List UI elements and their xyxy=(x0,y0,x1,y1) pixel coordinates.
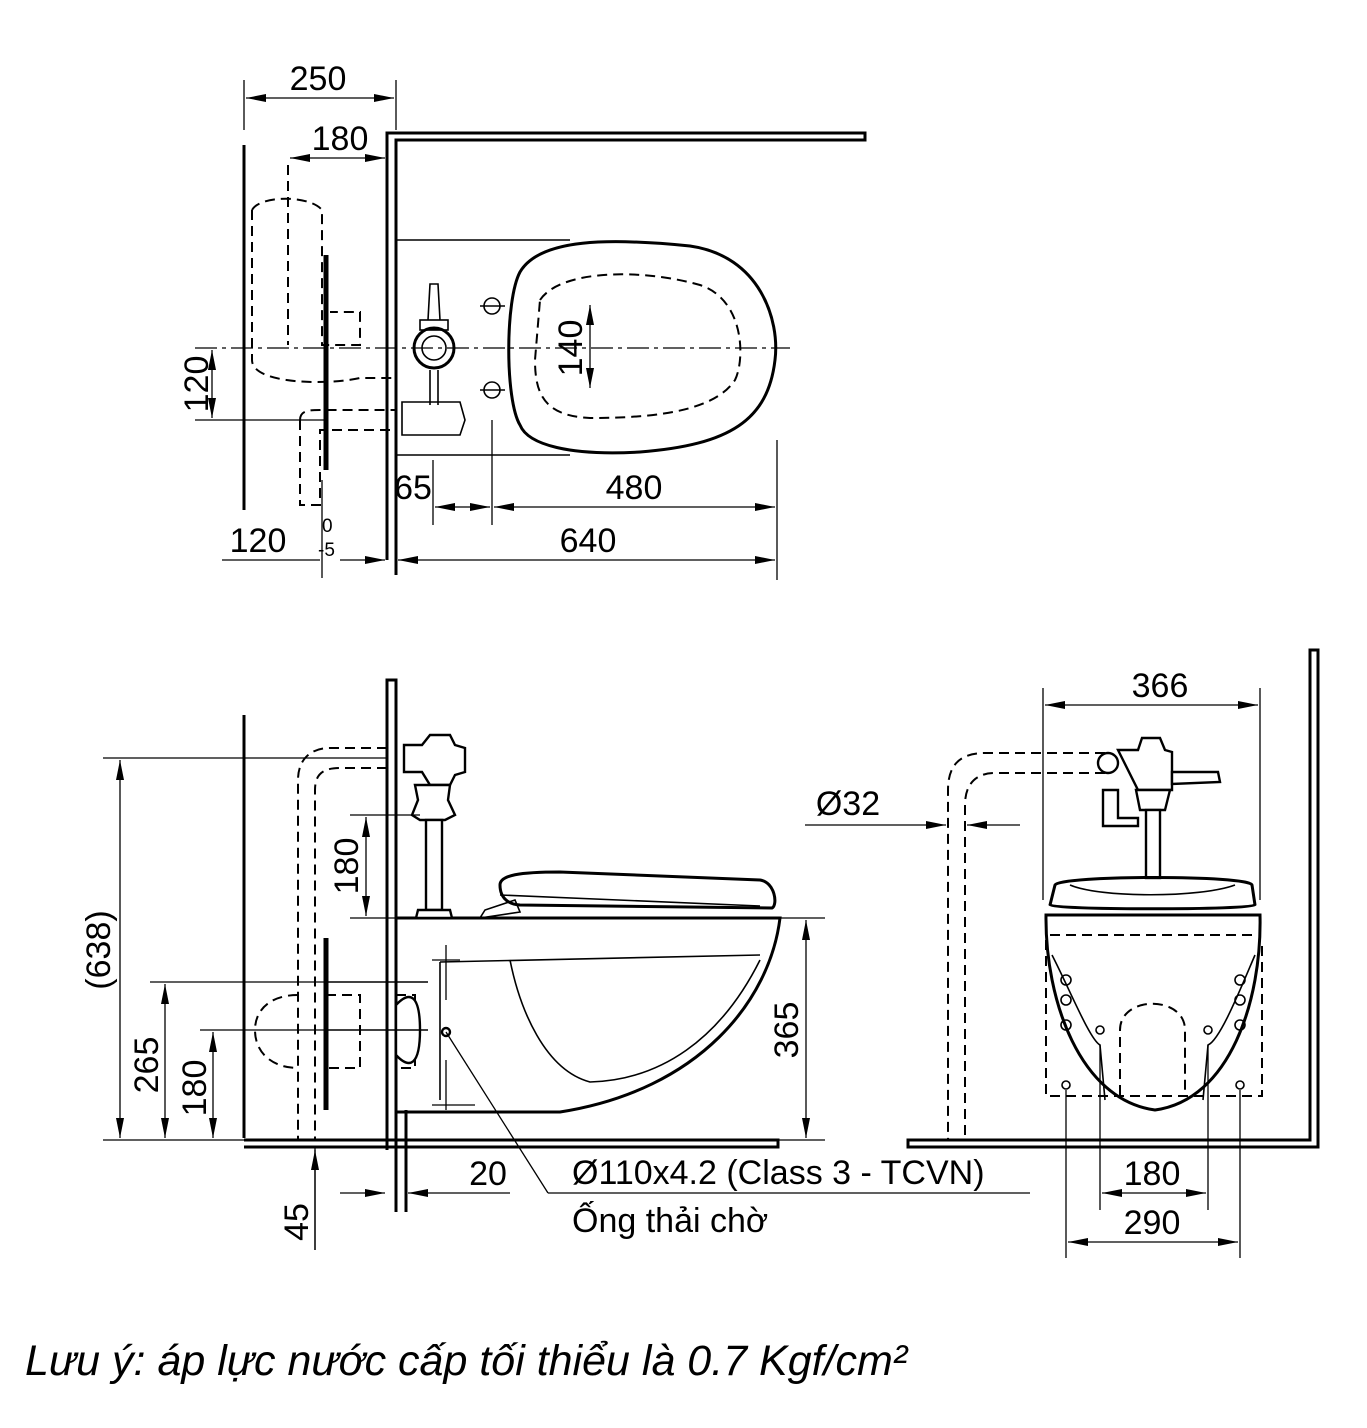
offset-minus-five: -5 xyxy=(318,540,335,561)
dim-140: 140 xyxy=(552,320,590,377)
dim-120-vertical: 120 xyxy=(178,356,216,413)
dim-290: 290 xyxy=(1124,1204,1181,1242)
front-view: 366 Ø32 180 290 xyxy=(805,648,1320,1258)
offset-zero: 0 xyxy=(322,516,333,537)
dim-180-front: 180 xyxy=(1124,1155,1181,1193)
dim-120-bottom: 120 xyxy=(230,522,287,560)
pipe-label: Ống thải chờ xyxy=(572,1201,768,1240)
dim-250: 250 xyxy=(290,60,347,98)
dim-180-low: 180 xyxy=(176,1060,214,1117)
dim-65: 65 xyxy=(394,469,432,507)
dim-638: (638) xyxy=(80,910,118,989)
top-view: 250 180 120 140 65 480 640 120 0 -5 xyxy=(178,60,867,580)
dim-480: 480 xyxy=(606,469,663,507)
dim-265: 265 xyxy=(128,1037,166,1094)
pressure-note: Lưu ý: áp lực nước cấp tối thiểu là 0.7 … xyxy=(25,1337,909,1385)
dim-45: 45 xyxy=(278,1203,316,1241)
dim-20: 20 xyxy=(469,1155,507,1193)
dim-180-valve: 180 xyxy=(328,838,366,895)
pipe-spec: Ø110x4.2 (Class 3 - TCVN) xyxy=(572,1154,985,1192)
dim-32: Ø32 xyxy=(816,785,880,823)
dim-640: 640 xyxy=(560,522,617,560)
dim-180: 180 xyxy=(312,120,369,158)
dim-365: 365 xyxy=(768,1002,806,1059)
side-view: (638) 180 365 265 180 45 20 Ø110x4.2 (Cl… xyxy=(80,678,1030,1250)
dim-366: 366 xyxy=(1132,667,1189,705)
